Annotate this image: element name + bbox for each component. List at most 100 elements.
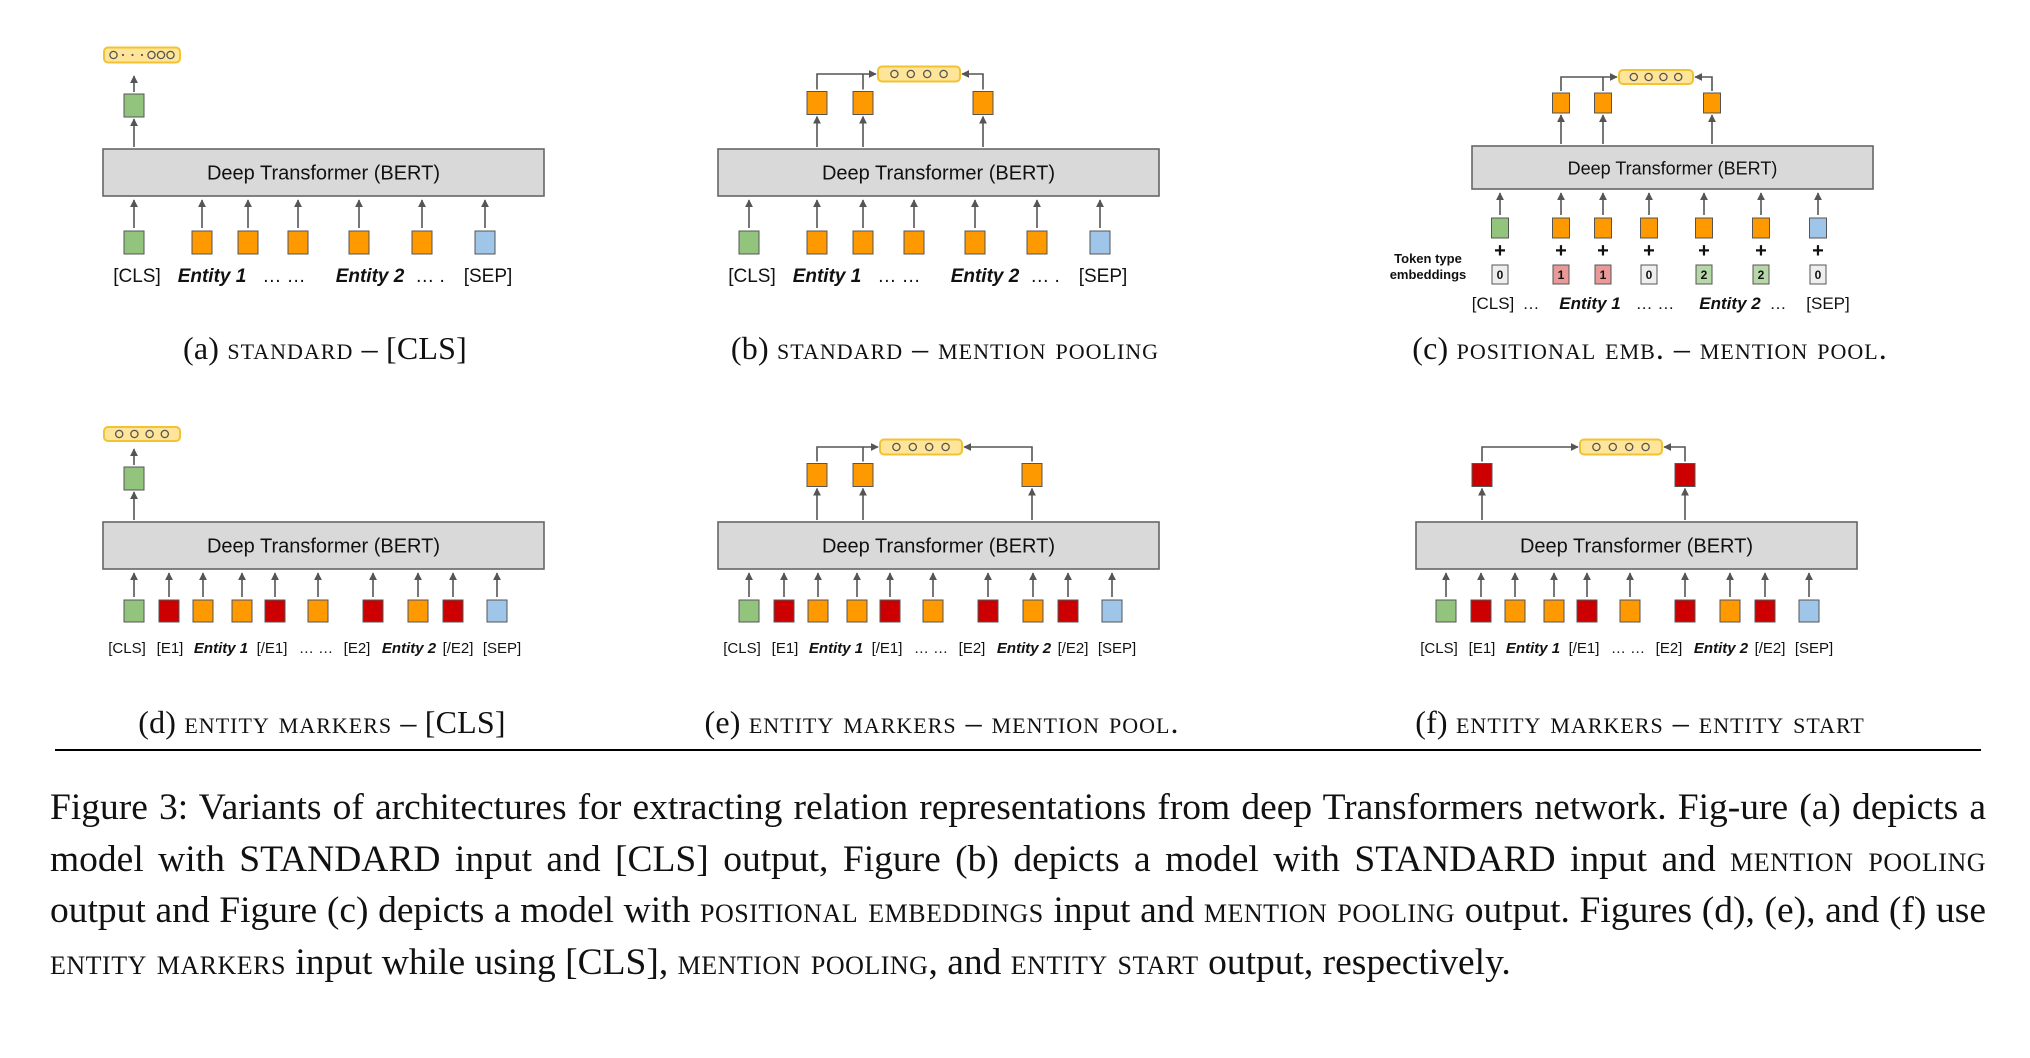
token-entity <box>903 230 925 255</box>
transformer-block <box>1415 521 1858 570</box>
caption-seg-15: entity start <box>1010 941 1199 983</box>
token-label: … … <box>914 640 948 657</box>
token-label: [E1] <box>1469 640 1496 657</box>
caption-seg-14: , and <box>928 941 1011 983</box>
token-entity <box>806 230 828 255</box>
token-entity <box>964 230 986 255</box>
pool-connector <box>1481 443 1579 462</box>
pool-dot <box>1644 72 1653 82</box>
token-entity <box>307 599 329 623</box>
token-label: Entity 1 <box>178 266 247 287</box>
token-entity <box>411 230 433 255</box>
token-label: Entity 1 <box>194 640 248 657</box>
panel-e: Deep Transformer (BERT)[CLS][E1]Entity 1… <box>717 438 1160 657</box>
panel-a: Deep Transformer (BERT)[CLS]Entity 1… …E… <box>102 46 545 287</box>
token-label: [SEP] <box>1079 266 1128 287</box>
mention-output <box>1594 92 1612 114</box>
transformer-block <box>102 521 545 570</box>
token-entity <box>407 599 429 623</box>
token-label: [E1] <box>772 640 799 657</box>
token-label: [/E2] <box>443 640 474 657</box>
token-label: [E1] <box>157 640 184 657</box>
token-marker <box>879 599 901 623</box>
token-marker <box>977 599 999 623</box>
token-type-embedding <box>1491 264 1509 285</box>
caption-seg-1: STANDARD <box>239 838 441 880</box>
token-marker <box>362 599 384 623</box>
pool-dot <box>1673 72 1683 82</box>
token-label: [SEP] <box>1098 640 1136 657</box>
transformer-label: Deep Transformer (BERT) <box>207 163 440 185</box>
token-label: Entity 1 <box>809 640 863 657</box>
token-marker <box>442 599 464 623</box>
token-marker <box>1057 599 1079 623</box>
token-label: … … <box>299 640 333 657</box>
plus-sign: + <box>1698 240 1710 262</box>
token-entity <box>1543 599 1565 623</box>
caption-seg-8: input and <box>1043 890 1204 931</box>
transformer-block <box>717 521 1160 570</box>
mention-output <box>806 463 828 487</box>
token-type-embedding <box>1695 264 1713 285</box>
token-cls <box>1491 217 1509 239</box>
token-entity <box>1026 230 1048 255</box>
token-entity <box>1594 217 1612 239</box>
token-entity <box>807 599 829 623</box>
panel-caption-f: (f) entity markers – entity start <box>1415 704 1865 740</box>
pool-ellipsis-dot <box>121 53 125 57</box>
panel-caption-a: (a) standard – [CLS] <box>183 330 467 366</box>
token-label: [SEP] <box>464 266 513 287</box>
token-label: [/E1] <box>1569 640 1600 657</box>
token-cls <box>123 599 145 623</box>
pool-connector <box>816 70 877 90</box>
pool-dot <box>906 69 916 79</box>
token-label: Entity 2 <box>382 640 437 657</box>
token-sep <box>1101 599 1123 623</box>
pool-dot <box>1659 72 1668 82</box>
transformer-block <box>1471 145 1874 190</box>
token-type-embedding <box>1552 264 1570 285</box>
caption-seg-4: input and <box>1555 838 1731 880</box>
transformer-label: Deep Transformer (BERT) <box>822 163 1055 185</box>
transformer-label: Deep Transformer (BERT) <box>207 536 440 558</box>
pool-dot <box>160 429 170 439</box>
pool-connector <box>961 70 984 90</box>
pool-dot <box>156 50 166 60</box>
pool-dot <box>924 442 934 452</box>
caption-divider <box>55 749 1981 751</box>
pool-dot <box>1608 442 1618 452</box>
pool-connector <box>1663 443 1686 462</box>
pool-connector <box>963 443 1033 462</box>
token-label: [/E1] <box>872 640 903 657</box>
token-entity <box>1719 599 1741 623</box>
token-label: Entity 2 <box>1694 640 1749 657</box>
token-type-value: 2 <box>1701 268 1708 282</box>
token-cls <box>123 230 145 255</box>
token-label: [CLS] <box>1472 294 1515 313</box>
token-entity <box>1504 599 1526 623</box>
token-label: … … <box>1611 640 1645 657</box>
transformer-label: Deep Transformer (BERT) <box>1520 536 1753 558</box>
token-entity <box>1619 599 1641 623</box>
mention-output <box>1674 463 1696 487</box>
token-marker <box>773 599 795 623</box>
token-marker <box>158 599 180 623</box>
caption-seg-11: entity markers <box>50 941 286 983</box>
pool-connector <box>1694 73 1713 91</box>
token-sep <box>486 599 508 623</box>
caption-seg-7: positional embeddings <box>700 890 1044 931</box>
mention-output <box>1021 463 1043 487</box>
panel-caption-d: (d) entity markers – [CLS] <box>138 704 506 740</box>
pool-dot <box>145 429 154 439</box>
token-label: … … <box>262 266 305 287</box>
pool-ellipsis-dot <box>140 53 144 57</box>
pool-dot <box>939 69 948 79</box>
pool-dot <box>114 429 124 439</box>
token-entity <box>1695 217 1713 239</box>
token-label: … . <box>415 266 445 287</box>
token-marker <box>1470 599 1492 623</box>
token-entity <box>852 230 874 255</box>
pool-dot <box>941 442 950 452</box>
token-type-value: 0 <box>1646 268 1653 282</box>
panel-caption-e: (e) entity markers – mention pool. <box>704 704 1180 740</box>
